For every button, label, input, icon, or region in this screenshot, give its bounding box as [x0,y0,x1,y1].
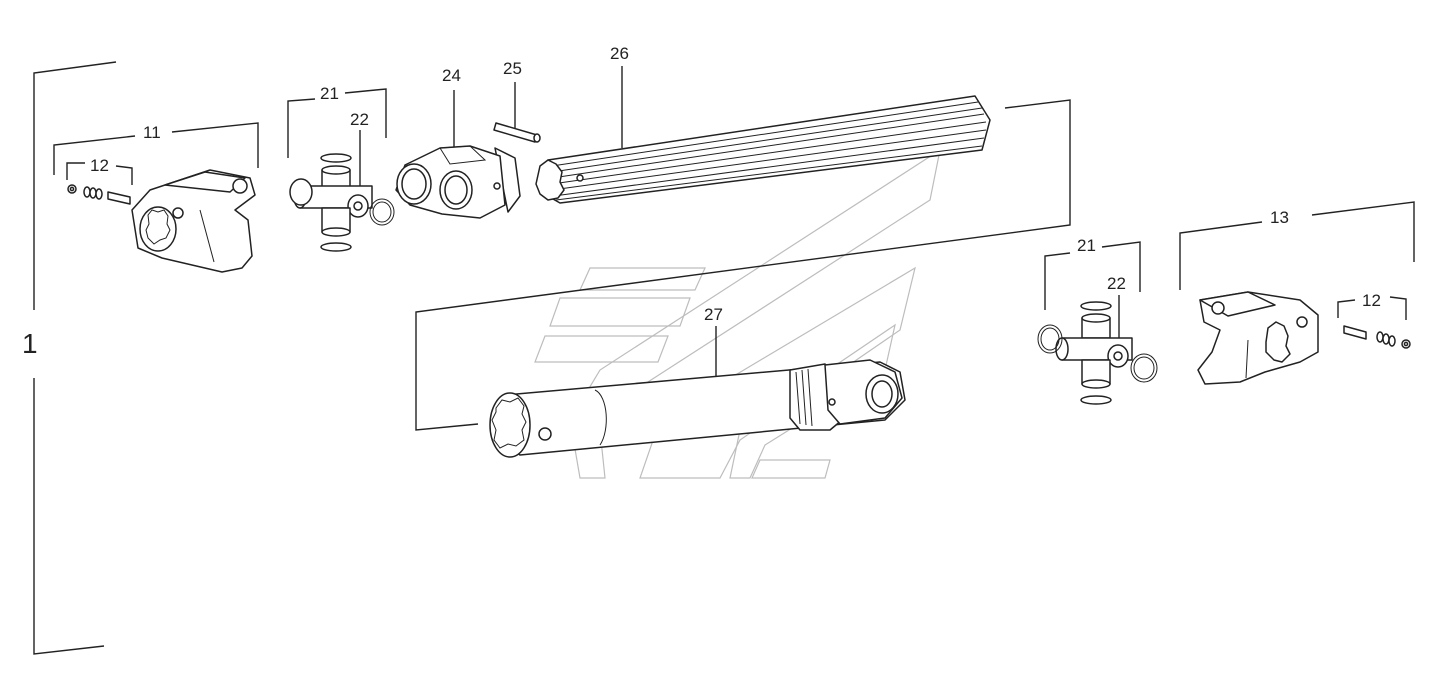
yoke-13 [1197,291,1319,385]
svg-text:12: 12 [90,156,109,175]
sleeve-yoke-24 [395,145,521,219]
callout-13: 13 [1179,201,1415,290]
universal-joint-cross-right [1037,301,1158,405]
svg-text:27: 27 [704,305,723,324]
svg-text:12: 12 [1362,291,1381,310]
assembly-bracket: 1 [22,61,117,655]
outer-tube-27 [489,359,906,458]
universal-joint-cross-left [289,153,395,252]
callout-12-left: 12 [66,156,133,185]
callout-21-right: 21 [1044,236,1141,310]
splined-shaft-26 [535,95,991,204]
callout-21-left: 21 [287,84,387,158]
svg-text:13: 13 [1270,208,1289,227]
svg-text:22: 22 [350,110,369,129]
callout-11: 11 [53,122,259,175]
callout-24: 24 [442,66,461,148]
callout-26: 26 [610,44,629,148]
roll-pin-25 [493,122,541,143]
svg-text:24: 24 [442,66,461,85]
exploded-view-leader [415,99,1071,431]
yoke-11 [67,169,256,273]
callout-25: 25 [503,59,522,128]
svg-text:22: 22 [1107,274,1126,293]
assembly-label: 1 [22,328,38,359]
svg-text:25: 25 [503,59,522,78]
bolt-set-12-right [1343,325,1411,349]
svg-text:11: 11 [143,123,161,142]
svg-text:21: 21 [1077,236,1096,255]
svg-text:21: 21 [320,84,339,103]
callout-12-right: 12 [1337,291,1407,320]
svg-text:26: 26 [610,44,629,63]
